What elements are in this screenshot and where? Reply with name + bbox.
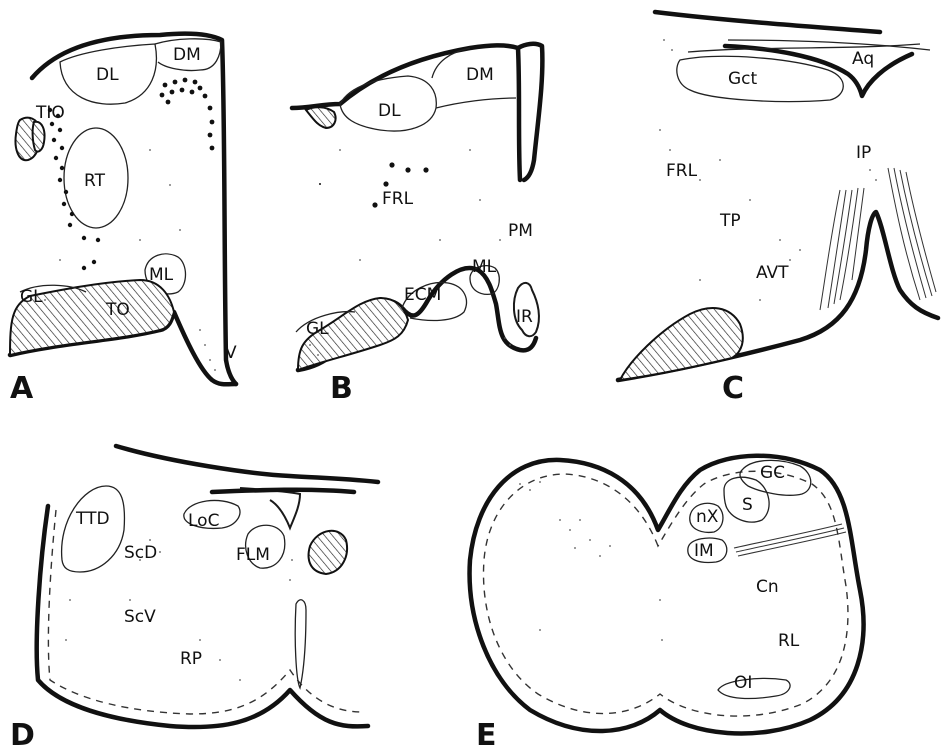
panel-letter-a: A [10, 371, 34, 406]
label-e-cn: Cn [756, 577, 779, 597]
panel-e: GC S nX IM Cn RL OI E [470, 456, 864, 750]
label-b-frl: FRL [382, 189, 414, 209]
label-a-tio: TIO [35, 103, 65, 123]
avt-fibers-e [734, 524, 846, 556]
label-e-nx: nX [696, 507, 719, 527]
label-e-rl: RL [778, 631, 800, 651]
label-b-dl: DL [378, 101, 401, 121]
label-d-ttd: TTD [75, 509, 110, 529]
panel-c: Aq Gct IP FRL TP AVT C [618, 12, 938, 406]
label-c-gct: Gct [728, 69, 758, 89]
label-b-pm: PM [508, 221, 533, 241]
panel-letter-b: B [330, 371, 353, 406]
dm-dots [160, 78, 215, 151]
label-c-tp: TP [719, 211, 741, 231]
panel-letter-e: E [476, 718, 497, 750]
ip-fibers [820, 168, 936, 310]
label-a-dm: DM [173, 45, 201, 65]
panel-b: DM DL FRL PM ML ECM GL IR B [292, 44, 542, 406]
panel-letter-d: D [10, 718, 35, 750]
label-e-im: IM [694, 541, 714, 561]
label-e-s: S [742, 495, 753, 515]
panel-d: TTD LoC ScD FLM ScV RP D [10, 446, 378, 750]
label-d-loc: LoC [188, 511, 219, 531]
label-a-gl: GL [20, 287, 43, 307]
label-a-dl: DL [96, 65, 119, 85]
label-c-ip: IP [856, 143, 871, 163]
label-b-ecm: ECM [404, 285, 441, 305]
label-c-aq: Aq [852, 49, 874, 69]
label-b-ir: IR [516, 307, 533, 327]
label-a-v: V [225, 343, 237, 363]
label-c-avt: AVT [756, 263, 789, 283]
stipple-e [519, 481, 663, 641]
panel-a: DL DM TIO RT ML GL TO V A [10, 34, 237, 406]
label-d-scv: ScV [124, 607, 156, 627]
label-d-scd: ScD [124, 543, 157, 563]
label-e-oi: OI [734, 673, 752, 693]
label-c-frl: FRL [666, 161, 698, 181]
label-b-gl: GL [306, 319, 329, 339]
label-e-gc: GC [760, 463, 785, 483]
label-b-ml: ML [472, 257, 497, 277]
label-d-flm: FLM [236, 545, 270, 565]
label-a-to: TO [105, 300, 130, 320]
panel-letter-c: C [722, 371, 744, 406]
label-a-ml: ML [149, 265, 174, 285]
label-b-dm: DM [466, 65, 494, 85]
label-d-rp: RP [180, 649, 202, 669]
label-a-rt: RT [84, 171, 106, 191]
